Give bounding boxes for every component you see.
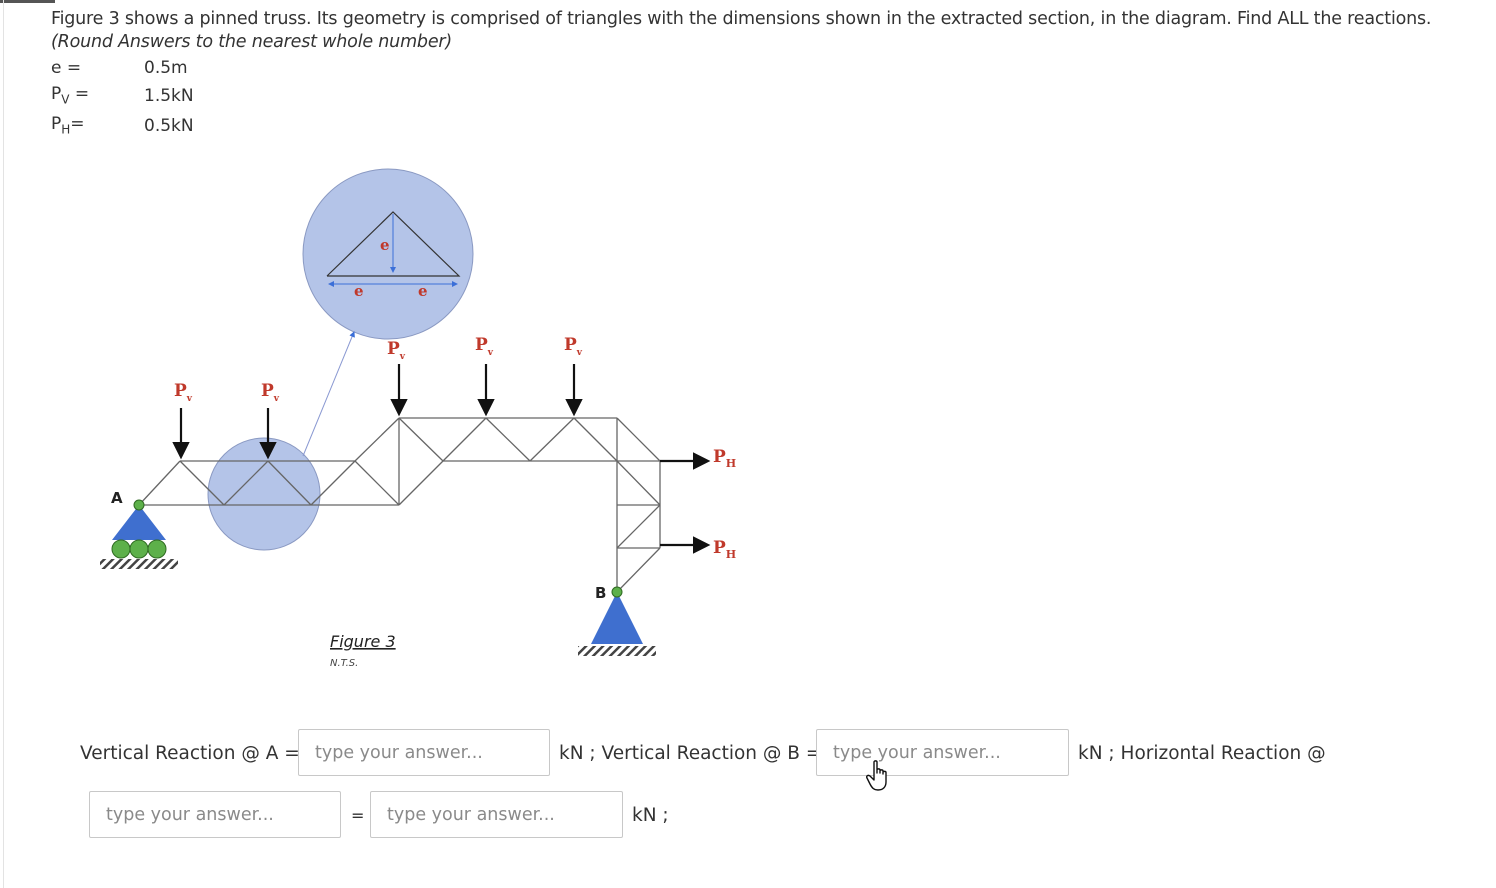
hand-cursor-icon — [866, 760, 887, 791]
section-circle — [207, 437, 321, 551]
label-vertical-reaction-b: kN ; Vertical Reaction @ B = — [559, 743, 822, 764]
param-ph: PH= 0.5kN — [51, 114, 194, 137]
dim-e-right: e — [418, 282, 428, 300]
answer-input-horizontal[interactable] — [370, 791, 623, 838]
param-pv-label: PV = — [51, 84, 90, 107]
load-ph-label-1: PH — [713, 447, 736, 470]
figure-caption: Figure 3 — [330, 632, 396, 651]
load-pv-label-5: Pv — [564, 335, 583, 358]
support-b-label: B — [595, 584, 606, 602]
callout-line — [302, 331, 355, 457]
load-pv-label-1: Pv — [174, 381, 193, 404]
left-border — [3, 0, 4, 888]
horizontal-loads — [660, 452, 711, 554]
dim-e-left: e — [354, 282, 364, 300]
label-vertical-reaction-a: Vertical Reaction @ A = — [80, 743, 300, 764]
truss-members — [138, 417, 661, 593]
support-b — [578, 586, 656, 656]
vertical-loads — [172, 364, 583, 460]
answer-input-vb[interactable] — [816, 729, 1069, 776]
param-e-label: e = — [51, 58, 82, 78]
answer-input-va[interactable] — [298, 729, 550, 776]
load-pv-label-2: Pv — [261, 381, 280, 404]
truss-figure: e e e A — [100, 168, 736, 669]
detail-triangle — [326, 211, 461, 277]
dim-e-height: e — [380, 236, 390, 254]
question-note: (Round Answers to the nearest whole numb… — [51, 32, 453, 52]
support-a — [100, 499, 178, 569]
load-ph-label-2: PH — [713, 538, 736, 561]
answer-input-support-name[interactable] — [89, 791, 341, 838]
param-pv-value: 1.5kN — [144, 86, 194, 106]
question-block: Figure 3 shows a pinned truss. Its geome… — [51, 9, 1481, 52]
equals-sign: = — [351, 806, 365, 825]
figure-caption-sub: N.T.S. — [330, 658, 358, 669]
load-pv-label-3: Pv — [387, 339, 406, 362]
param-ph-label: PH= — [51, 114, 85, 137]
label-horizontal-reaction: kN ; Horizontal Reaction @ — [1078, 743, 1326, 764]
question-text: Figure 3 shows a pinned truss. Its geome… — [51, 9, 1432, 29]
detail-circle — [302, 168, 474, 340]
param-e: e = 0.5m — [51, 58, 188, 78]
param-e-value: 0.5m — [144, 58, 188, 78]
load-pv-label-4: Pv — [475, 335, 494, 358]
top-progress-bar — [0, 0, 55, 3]
label-kn-end: kN ; — [632, 805, 669, 826]
param-pv: PV = 1.5kN — [51, 84, 194, 107]
param-ph-value: 0.5kN — [144, 116, 194, 136]
support-a-label: A — [111, 489, 123, 507]
